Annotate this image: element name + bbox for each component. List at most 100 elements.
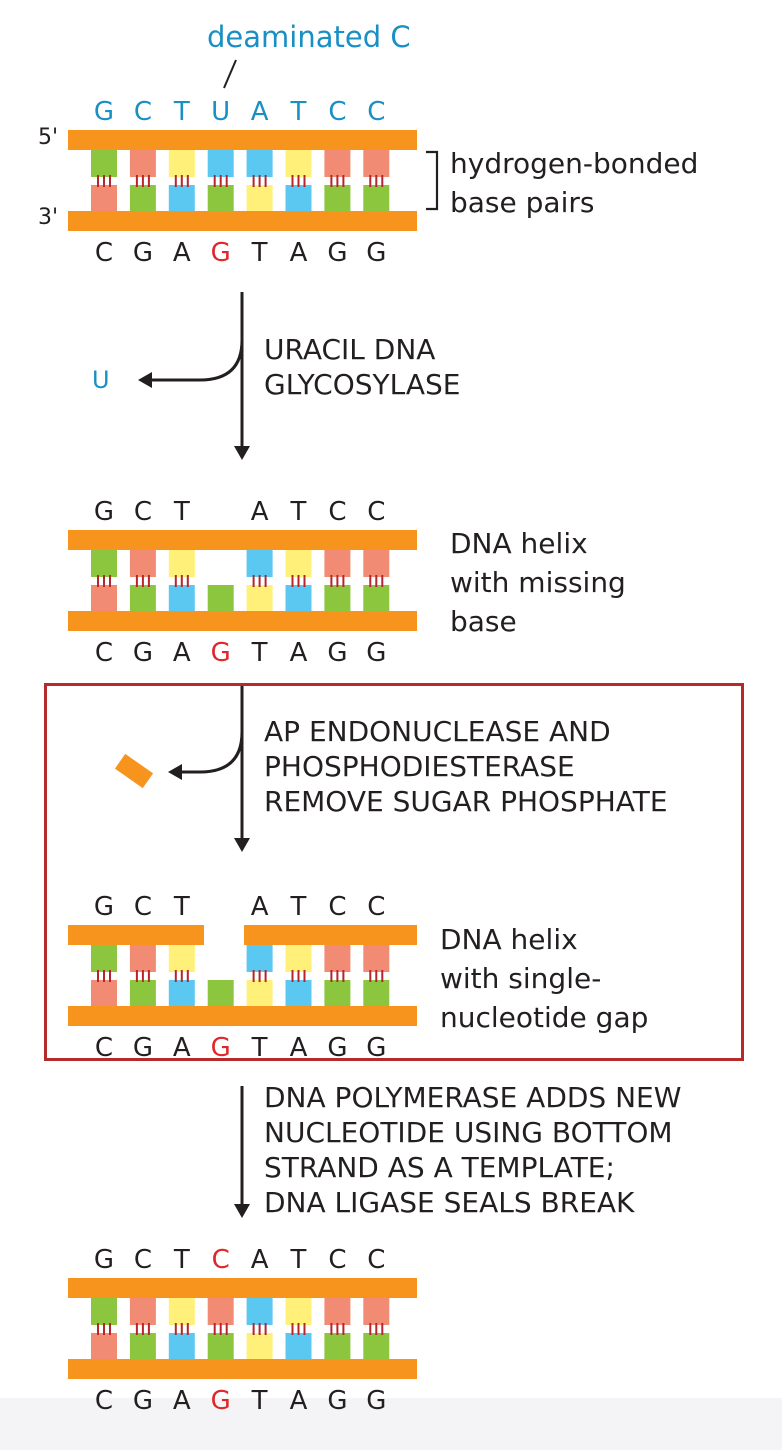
label-five-prime: 5': [38, 125, 59, 150]
top-base: [168, 150, 195, 177]
top-base: [129, 945, 156, 972]
top-strand-letter: C: [134, 497, 152, 527]
bottom-base: [324, 980, 351, 1006]
bottom-strand-letter: G: [366, 1033, 386, 1063]
bottom-base: [168, 1333, 195, 1359]
bottom-base: [91, 1333, 117, 1359]
top-base: [168, 550, 195, 577]
top-base: [285, 150, 312, 177]
bottom-base: [91, 585, 117, 611]
top-base: [324, 150, 351, 177]
top-strand-letter: T: [173, 97, 190, 127]
top-base: [91, 1298, 117, 1325]
bottom-strand-letter: G: [327, 1033, 347, 1063]
bottom-strand-letter: A: [290, 1386, 308, 1416]
bottom-strand-letter: G: [366, 238, 386, 268]
arrow-step2-head: [234, 838, 250, 852]
bottom-strand-letter: G: [327, 638, 347, 668]
bottom-strand-letter: G: [133, 1386, 153, 1416]
bottom-base: [129, 185, 156, 211]
top-base: [246, 945, 273, 972]
label-three-prime: 3': [38, 205, 59, 230]
top-strand-letter: U: [211, 97, 230, 127]
bottom-strand-letter: A: [290, 638, 308, 668]
top-base: [91, 550, 117, 577]
top-base: [91, 945, 117, 972]
top-strand-letter: A: [251, 1245, 269, 1275]
bottom-strand-letter: A: [173, 638, 191, 668]
arrow-step1-head: [234, 446, 250, 460]
top-strand-letter: C: [367, 497, 385, 527]
bottom-strand-letter: C: [95, 238, 113, 268]
bottom-base: [246, 185, 273, 211]
bottom-base: [168, 185, 195, 211]
top-base: [168, 1298, 195, 1325]
bottom-strand-letter: G: [366, 1386, 386, 1416]
bottom-strand-letter: T: [251, 638, 268, 668]
top-strand-letter: C: [134, 1245, 152, 1275]
bottom-base: [129, 1333, 156, 1359]
unpaired-bottom-base: [207, 585, 234, 611]
bottom-backbone: [68, 211, 417, 231]
bottom-backbone: [68, 611, 417, 631]
annotation-leader-line: [223, 59, 237, 89]
released-uracil: U: [92, 366, 110, 394]
bottom-base: [324, 185, 351, 211]
top-strand-letter: C: [367, 1245, 385, 1275]
top-base: [324, 945, 351, 972]
top-base: [246, 1298, 273, 1325]
bottom-base: [168, 585, 195, 611]
top-strand-letter: C: [328, 892, 346, 922]
top-base: [363, 150, 390, 177]
top-strand-letter: G: [94, 497, 114, 527]
top-strand-letter: T: [173, 1245, 190, 1275]
top-strand-letter: A: [251, 892, 269, 922]
arrow-sugar-release-branch: [180, 731, 244, 774]
top-base: [363, 1298, 390, 1325]
bottom-strand-letter: G: [211, 638, 231, 668]
bottom-strand-letter: G: [133, 1033, 153, 1063]
top-strand-letter: G: [94, 892, 114, 922]
top-base: [207, 150, 234, 177]
bottom-base: [246, 1333, 273, 1359]
released-sugar-phosphate: [114, 753, 154, 789]
bottom-strand-letter: C: [95, 638, 113, 668]
top-strand-letter: T: [290, 892, 307, 922]
bottom-strand-letter: G: [133, 638, 153, 668]
bottom-strand-letter: T: [251, 238, 268, 268]
top-backbone: [68, 130, 417, 150]
top-strand-letter: C: [367, 97, 385, 127]
top-base: [129, 150, 156, 177]
bottom-base: [324, 1333, 351, 1359]
bottom-base: [207, 185, 234, 211]
top-base: [91, 150, 117, 177]
bottom-strand-letter: A: [290, 1033, 308, 1063]
top-strand-letter: T: [173, 892, 190, 922]
top-base: [363, 550, 390, 577]
step-polymerase-ligase: DNA POLYMERASE ADDS NEW NUCLEOTIDE USING…: [264, 1081, 682, 1219]
top-base: [285, 1298, 312, 1325]
top-backbone: [68, 1278, 417, 1298]
bottom-base: [285, 185, 312, 211]
top-base: [129, 1298, 156, 1325]
arrow-step3-head: [234, 1204, 250, 1218]
bottom-base: [363, 585, 390, 611]
bottom-base: [324, 585, 351, 611]
top-base: [324, 550, 351, 577]
top-strand-letter: C: [134, 97, 152, 127]
top-base: [168, 945, 195, 972]
top-base: [324, 1298, 351, 1325]
bottom-base: [285, 585, 312, 611]
bottom-base: [363, 980, 390, 1006]
bottom-base: [168, 980, 195, 1006]
top-strand-letter: G: [94, 97, 114, 127]
top-strand-letter: A: [251, 97, 269, 127]
bottom-strand-letter: A: [173, 1033, 191, 1063]
top-strand-letter: T: [290, 497, 307, 527]
